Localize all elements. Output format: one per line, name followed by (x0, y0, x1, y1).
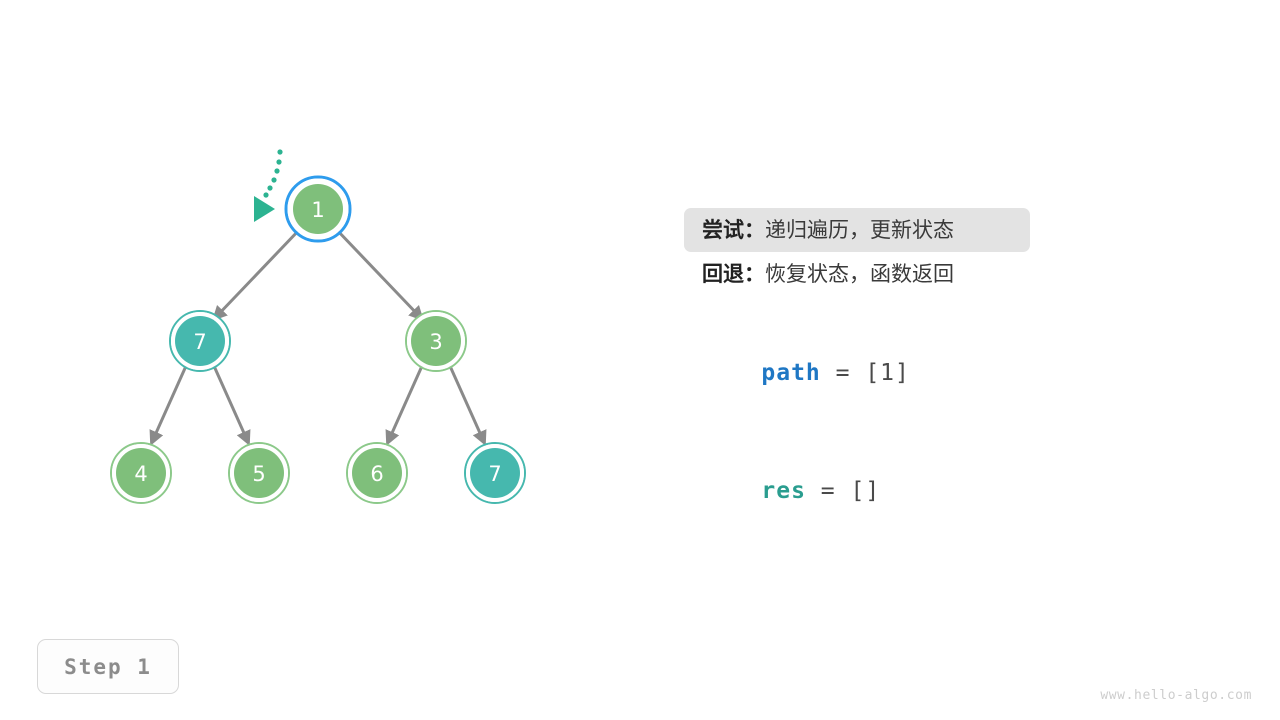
recursion-entry-pointer (254, 149, 283, 222)
edge-1-to-3 (334, 227, 424, 322)
try-phase-line: 尝试：递归遍历，更新状态 (684, 208, 1030, 252)
node-label: 1 (311, 198, 324, 222)
backtrack-phase-value: 恢复状态，函数返回 (765, 262, 954, 286)
node-circle (352, 448, 402, 498)
pointer-dot (274, 168, 280, 174)
step-badge: Step 1 (37, 639, 179, 694)
watermark-text: www.hello-algo.com (1100, 688, 1252, 703)
tree-diagram-panel: 1 7 3 4 (0, 0, 660, 620)
tree-nodes: 1 7 3 4 (110, 175, 526, 504)
binary-tree-svg: 1 7 3 4 (110, 149, 526, 504)
node-circle (470, 448, 520, 498)
try-phase-label: 尝试： (702, 218, 765, 242)
res-state-line: res = [] (702, 452, 880, 530)
node-circle (293, 184, 343, 234)
pointer-dot (271, 177, 277, 183)
path-variable-name: path (761, 360, 821, 386)
res-variable-name: res (761, 478, 806, 504)
node-white-ring (466, 444, 524, 502)
node-outer-ring (405, 310, 467, 372)
pointer-dot (263, 192, 269, 198)
edge-7-to-4 (149, 365, 188, 446)
edge-1-to-7 (212, 227, 302, 322)
pointer-dot (267, 185, 273, 191)
pointer-arrowhead-icon (254, 196, 275, 222)
node-white-ring (230, 444, 288, 502)
tree-node-6[interactable]: 6 (346, 442, 408, 504)
path-state-line: path = [1] (702, 334, 910, 412)
backtrack-phase-line: 回退：恢复状态，函数返回 (684, 252, 1224, 296)
tree-node-7-left[interactable]: 7 (169, 310, 231, 372)
node-outer-ring (346, 442, 408, 504)
node-white-ring (407, 312, 465, 370)
node-label: 7 (193, 330, 206, 354)
try-phase-value: 递归遍历，更新状态 (765, 218, 954, 242)
pointer-dot (276, 159, 282, 165)
node-circle (116, 448, 166, 498)
pointer-dot (277, 149, 283, 155)
tree-node-3[interactable]: 3 (405, 310, 467, 372)
node-white-ring (171, 312, 229, 370)
node-circle (234, 448, 284, 498)
backtrack-phase-label: 回退： (702, 262, 765, 286)
tree-node-5[interactable]: 5 (228, 442, 290, 504)
node-white-ring (287, 178, 349, 240)
edge-3-to-6 (385, 365, 424, 446)
node-active-ring (284, 175, 352, 243)
node-outer-ring (169, 310, 231, 372)
explanation-panel: 尝试：递归遍历，更新状态 回退：恢复状态，函数返回 path = [1] res… (684, 208, 1224, 504)
edge-3-to-7 (448, 365, 487, 446)
node-outer-ring (110, 442, 172, 504)
node-outer-ring (228, 442, 290, 504)
tree-node-7-right[interactable]: 7 (464, 442, 526, 504)
step-badge-label: Step 1 (64, 654, 152, 679)
edge-7-to-5 (212, 365, 251, 446)
node-circle (175, 316, 225, 366)
node-white-ring (348, 444, 406, 502)
tree-node-4[interactable]: 4 (110, 442, 172, 504)
tree-edges (149, 227, 487, 446)
node-label: 4 (134, 462, 147, 486)
tree-node-1[interactable]: 1 (284, 175, 352, 243)
site-watermark: www.hello-algo.com (1100, 688, 1252, 703)
node-label: 6 (370, 462, 383, 486)
node-outer-ring (464, 442, 526, 504)
path-variable-value: = [1] (820, 360, 910, 386)
node-circle (411, 316, 461, 366)
node-white-ring (112, 444, 170, 502)
node-label: 3 (429, 330, 442, 354)
res-variable-value: = [] (805, 478, 881, 504)
node-label: 7 (488, 462, 501, 486)
node-label: 5 (252, 462, 265, 486)
